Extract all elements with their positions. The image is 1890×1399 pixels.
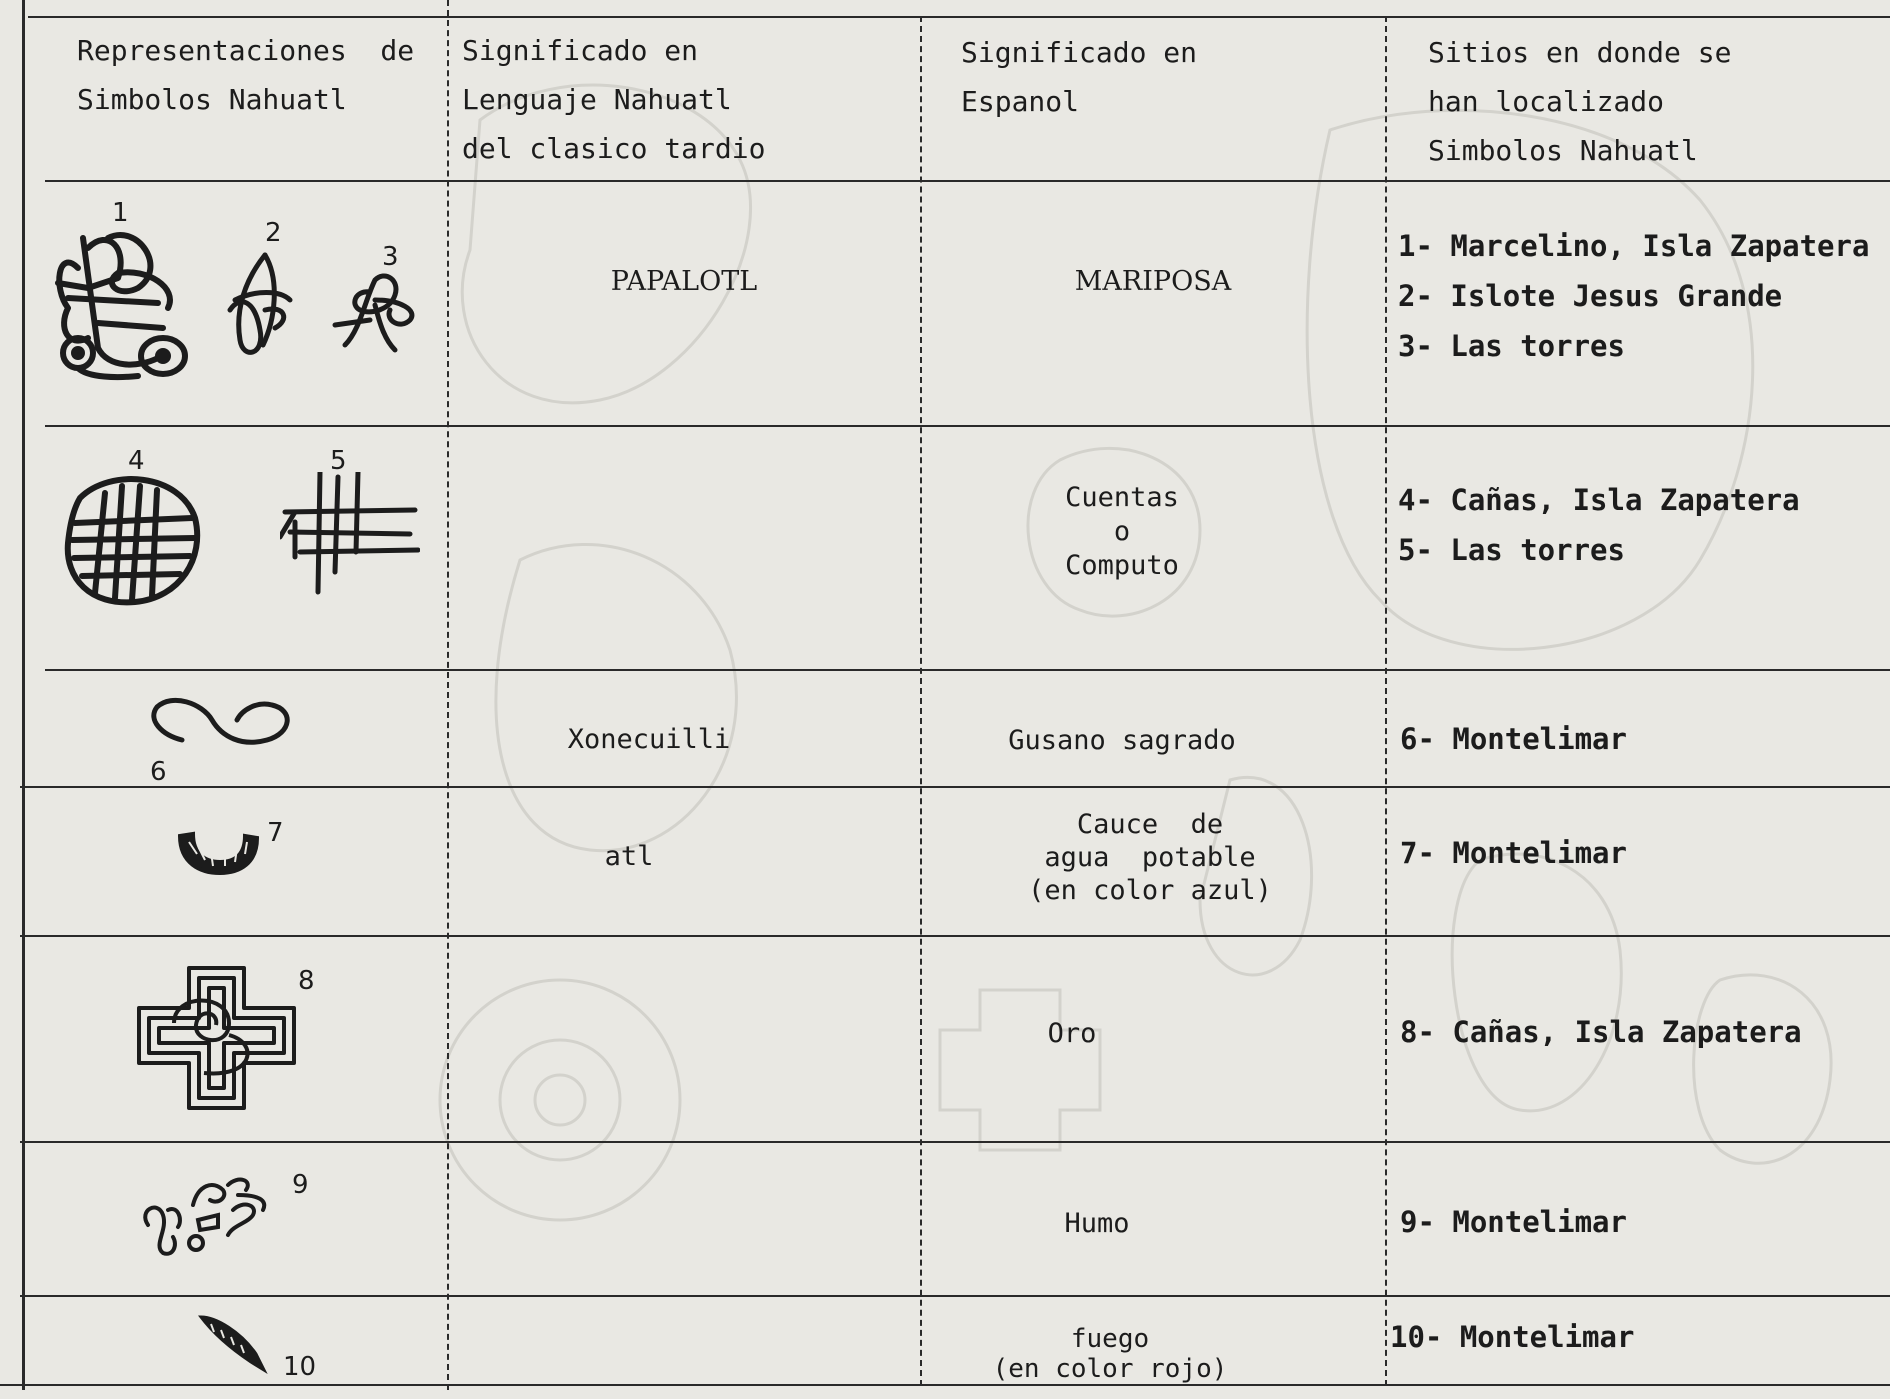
sites-list: 4- Cañas, Isla Zapatera 5- Las torres <box>1398 475 1888 575</box>
site-entry: 1- Marcelino, Isla Zapatera <box>1398 229 1870 263</box>
row-divider <box>20 1141 1890 1143</box>
header-line: del clasico tardio <box>462 132 766 165</box>
row-divider <box>45 425 1890 427</box>
symbol-number: 6 <box>150 757 167 787</box>
grid-lines-glyph-icon <box>280 472 420 595</box>
table-bottom-rule <box>0 1384 1890 1386</box>
interlaced-cross-glyph-icon <box>137 966 296 1110</box>
column-divider <box>447 0 449 1390</box>
row-divider <box>45 669 1890 671</box>
row-divider <box>20 935 1890 937</box>
header-line: Simbolos Nahuatl <box>1428 134 1698 167</box>
header-representaciones: Representaciones de Simbolos Nahuatl <box>77 26 417 124</box>
header-significado-nahuatl: Significado en Lenguaje Nahuatl del clas… <box>462 26 902 173</box>
header-line: Sitios en donde se <box>1428 36 1732 69</box>
butterfly-glyph-icon <box>332 273 415 353</box>
symbol-number: 9 <box>292 1170 309 1200</box>
spanish-line: Cauce de <box>1076 809 1224 840</box>
spanish-line: Cuentas <box>1065 482 1179 513</box>
header-significado-espanol: Significado en Espanol <box>961 28 1361 126</box>
spanish-line: (en color rojo) <box>992 1354 1228 1384</box>
nahuatl-meaning: atl <box>604 841 654 872</box>
spanish-meaning: Gusano sagrado <box>1008 725 1236 756</box>
header-line: Significado en <box>462 34 699 67</box>
symbol-number: 8 <box>298 966 315 996</box>
site-entry: 2- Islote Jesus Grande <box>1398 279 1783 313</box>
header-line: Espanol <box>961 85 1080 118</box>
site-entry: 6- Montelimar <box>1400 722 1627 756</box>
symbol-number: 5 <box>330 446 347 476</box>
site-entry: 5- Las torres <box>1398 533 1625 567</box>
grid-circle-glyph-icon <box>64 476 201 606</box>
site-entry: 4- Cañas, Isla Zapatera <box>1398 483 1800 517</box>
symbol-number: 7 <box>267 818 284 848</box>
spanish-line: (en color azul) <box>1028 875 1272 906</box>
symbol-number: 4 <box>128 446 145 476</box>
spanish-meaning: Oro <box>1047 1018 1097 1049</box>
nahuatl-meaning: Xonecuilli <box>567 724 731 755</box>
column-divider <box>1385 16 1387 1386</box>
spanish-line: agua potable <box>1044 842 1256 873</box>
site-entry: 9- Montelimar <box>1400 1205 1627 1239</box>
spanish-line: fuego <box>1070 1324 1150 1354</box>
spanish-line: o <box>1113 516 1131 547</box>
nahuatl-meaning: PAPALOTL <box>610 266 758 297</box>
site-entry: 10- Montelimar <box>1390 1320 1635 1354</box>
spanish-meaning: Cuentas o Computo <box>922 477 1322 587</box>
worm-glyph-icon <box>151 697 290 745</box>
butterfly-glyph-icon <box>227 252 293 355</box>
spanish-meaning: fuego (en color rojo) <box>940 1320 1280 1388</box>
table-left-border <box>22 0 25 1390</box>
header-sitios: Sitios en donde se han localizado Simbol… <box>1428 28 1868 175</box>
symbol-number: 10 <box>283 1352 317 1382</box>
smoke-glyph-icon <box>143 1177 267 1256</box>
column-divider <box>920 16 922 1386</box>
row-divider <box>20 1295 1890 1297</box>
spanish-meaning: MARIPOSA <box>1074 266 1232 297</box>
spanish-line: Computo <box>1065 550 1179 581</box>
water-channel-glyph-icon <box>177 831 260 876</box>
symbol-number: 1 <box>112 198 129 228</box>
site-entry: 7- Montelimar <box>1400 836 1627 870</box>
butterfly-glyph-icon <box>55 232 188 381</box>
feather-fire-glyph-icon <box>197 1315 268 1374</box>
row-divider <box>45 180 1890 182</box>
header-line: Representaciones de <box>77 34 415 67</box>
table-top-rule <box>28 16 1890 18</box>
site-entry: 8- Cañas, Isla Zapatera <box>1400 1015 1802 1049</box>
header-line: han localizado <box>1428 85 1665 118</box>
spanish-meaning: Cauce de agua potable (en color azul) <box>975 805 1325 910</box>
symbol-number: 2 <box>265 218 282 248</box>
site-entry: 3- Las torres <box>1398 329 1625 363</box>
header-line: Simbolos Nahuatl <box>77 83 347 116</box>
header-line: Significado en <box>961 36 1198 69</box>
spanish-meaning: Humo <box>1064 1208 1130 1239</box>
header-line: Lenguaje Nahuatl <box>462 83 732 116</box>
row-divider <box>20 786 1890 788</box>
symbol-number: 3 <box>382 242 399 272</box>
sites-list: 1- Marcelino, Isla Zapatera 2- Islote Je… <box>1398 221 1888 371</box>
